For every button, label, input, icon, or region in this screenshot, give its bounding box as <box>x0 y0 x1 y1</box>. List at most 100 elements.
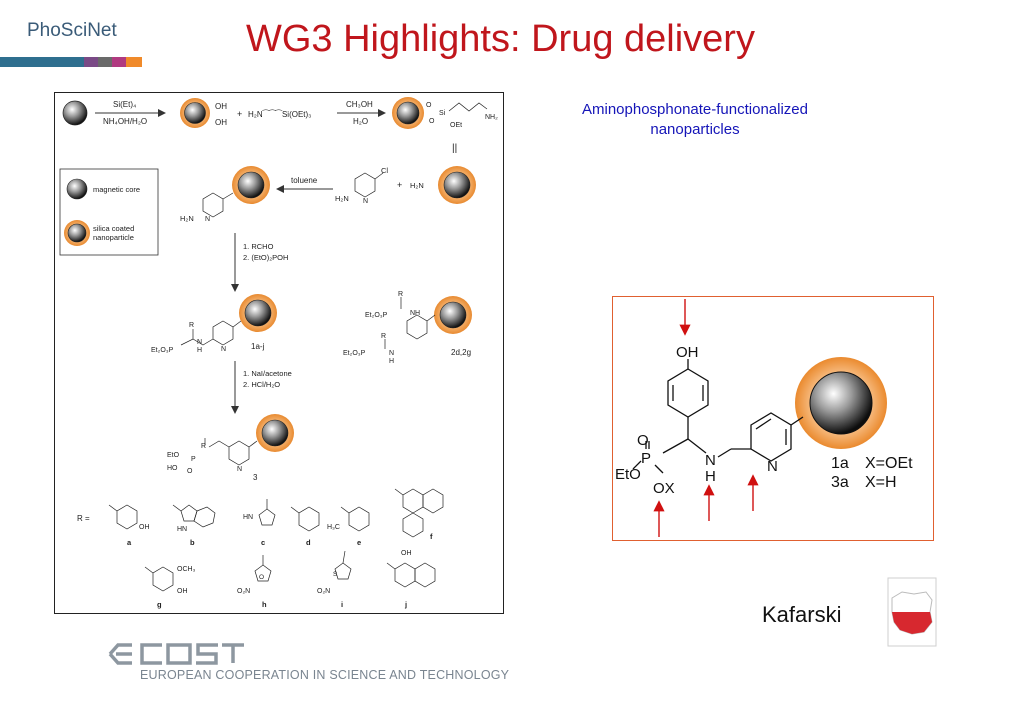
ox-label: OX <box>653 480 675 497</box>
step-label: 1. NaI/acetone <box>243 369 292 378</box>
stripe-segment <box>126 57 142 67</box>
hydroxyl-label: OH <box>215 118 227 127</box>
pyridine-ring <box>731 412 804 462</box>
amine-label: H₂N <box>410 181 424 190</box>
figure-caption: Aminophosphonate-functionalized nanopart… <box>545 100 845 140</box>
solvent-label: H₂O <box>353 117 368 126</box>
nitro-label: O₂N <box>237 588 250 595</box>
r-group-letter: c <box>261 538 265 547</box>
compound-2d-2g-structure <box>384 296 472 349</box>
indole-nh-label: HN <box>177 526 187 533</box>
compound-label-3: 3 <box>253 473 258 482</box>
amine-label: NH <box>410 310 420 317</box>
magnetic-core-particle <box>62 100 88 126</box>
r-group-equals: R = <box>77 514 90 523</box>
r-group-h <box>254 555 272 582</box>
thiophene-sulfur-label: S <box>333 571 338 578</box>
r-group-e <box>340 506 370 532</box>
nanoparticle-icon <box>795 357 887 449</box>
backbone-bonds <box>632 438 732 474</box>
amine-label: H₂N <box>180 214 194 223</box>
furan-oxygen-label: O <box>259 574 264 581</box>
equivalence-mark: || <box>452 143 457 154</box>
amine-hydrogen-label: H <box>705 468 716 485</box>
cost-tagline: EUROPEAN COOPERATION IN SCIENCE AND TECH… <box>140 668 510 682</box>
r-group-letter: g <box>157 600 162 609</box>
r-group-letter: d <box>306 538 311 547</box>
silicon-label: Si <box>439 110 446 117</box>
amine-label: H <box>197 347 202 354</box>
brand-logo: PhoSciNet <box>27 20 117 41</box>
legend-shell-core <box>67 223 87 243</box>
r-group-letter: h <box>262 600 267 609</box>
compound-label-2d-2g: 2d,2g <box>451 348 471 357</box>
legend-core-label: magnetic core <box>93 185 140 194</box>
hydroxyl-label: OH <box>139 524 150 531</box>
amine-label: NH₂ <box>485 114 498 121</box>
oxygen-label: O <box>426 102 432 109</box>
compound-1a-label: 1a <box>831 455 849 472</box>
compound-1a-j-structure <box>180 294 277 346</box>
r-group-d <box>290 506 320 532</box>
compound-3-structure <box>204 414 294 466</box>
compound-1a-substituent: X=OEt <box>865 455 913 472</box>
reaction-scheme-figure: Si(Et)₄ NH₄OH/H₂O OH OH + H₂N⁀⁀⁀Si(OEt)₃… <box>54 92 504 614</box>
r-group-i <box>334 550 352 580</box>
caption-line: nanoparticles <box>650 121 740 138</box>
ethoxy-label: EtO <box>615 466 641 483</box>
hydroxyl-label: OH <box>676 344 699 361</box>
r-group-c <box>258 499 276 526</box>
legend-core-swatch <box>66 178 88 200</box>
poland-map-icon <box>886 576 938 648</box>
solvent-label: CH₃OH <box>346 100 373 109</box>
phosphonate-label: Et₂O₃P <box>365 312 388 319</box>
plus-sign: + <box>237 109 242 119</box>
stripe-segment <box>0 57 84 67</box>
step-label: 2. HCl/H₂O <box>243 380 280 389</box>
compound-3a-substituent: X=H <box>865 474 897 491</box>
legend-box: magnetic core silica coated nanoparticle <box>59 168 159 256</box>
r-group-j <box>386 562 436 588</box>
nitrogen-label: N <box>221 346 226 353</box>
r-group-label: R <box>398 291 403 298</box>
nitrogen-label: N <box>205 216 210 223</box>
phosphoryl-oxygen-label: O <box>637 432 649 449</box>
phosphorus-label: P <box>641 450 651 467</box>
reagent-label: NH₄OH/H₂O <box>103 117 147 126</box>
nitrogen-label: N <box>389 350 394 357</box>
hydroxyl-label: OH <box>215 102 227 111</box>
toluene-label: toluene <box>291 176 318 185</box>
amine-label: H₂N <box>335 194 349 203</box>
hydroxy-label: HO <box>167 465 178 472</box>
plus-sign: + <box>397 180 402 190</box>
stripe-segment <box>112 57 126 67</box>
stripe-segment <box>98 57 112 67</box>
phosphonate-label: Et₂O₃P <box>343 350 366 357</box>
hydroxyl-label: OH <box>401 550 412 557</box>
legend-shell-label: silica coated <box>93 224 134 233</box>
nitrogen-label: N <box>237 466 242 473</box>
methyl-label: H₃C <box>327 524 340 531</box>
zoomed-structure-panel: OH O P EtO OX N H N 1a X=OEt 3a X=H <box>612 296 934 541</box>
r-group-letter: a <box>127 538 132 547</box>
r-group-a <box>108 504 138 530</box>
caption-line: Aminophosphonate-functionalized <box>582 101 808 118</box>
pyridine-nitrogen-label: N <box>767 458 778 475</box>
r-group-f <box>394 488 444 538</box>
step-label: 2. (EtO)₂POH <box>243 253 288 262</box>
methoxy-label: OCH₃ <box>177 566 196 573</box>
silica-coated-particle <box>392 97 424 129</box>
r-group-letter: b <box>190 538 195 547</box>
slide-title: WG3 Highlights: Drug delivery <box>246 18 755 60</box>
amino-functional-particle <box>438 166 476 204</box>
r-group-letter: f <box>430 532 433 541</box>
chloropyridine-structure <box>354 172 384 198</box>
amine-label: H <box>389 358 394 365</box>
legend-shell-label: nanoparticle <box>93 233 134 242</box>
r-group-letter: e <box>357 538 361 547</box>
compound-3a-label: 3a <box>831 474 849 491</box>
silica-coated-particle <box>180 98 210 128</box>
reagent-label: Si(Et)₄ <box>113 100 136 109</box>
phosphorus-label: P <box>191 456 196 463</box>
r-group-label: R <box>381 333 386 340</box>
